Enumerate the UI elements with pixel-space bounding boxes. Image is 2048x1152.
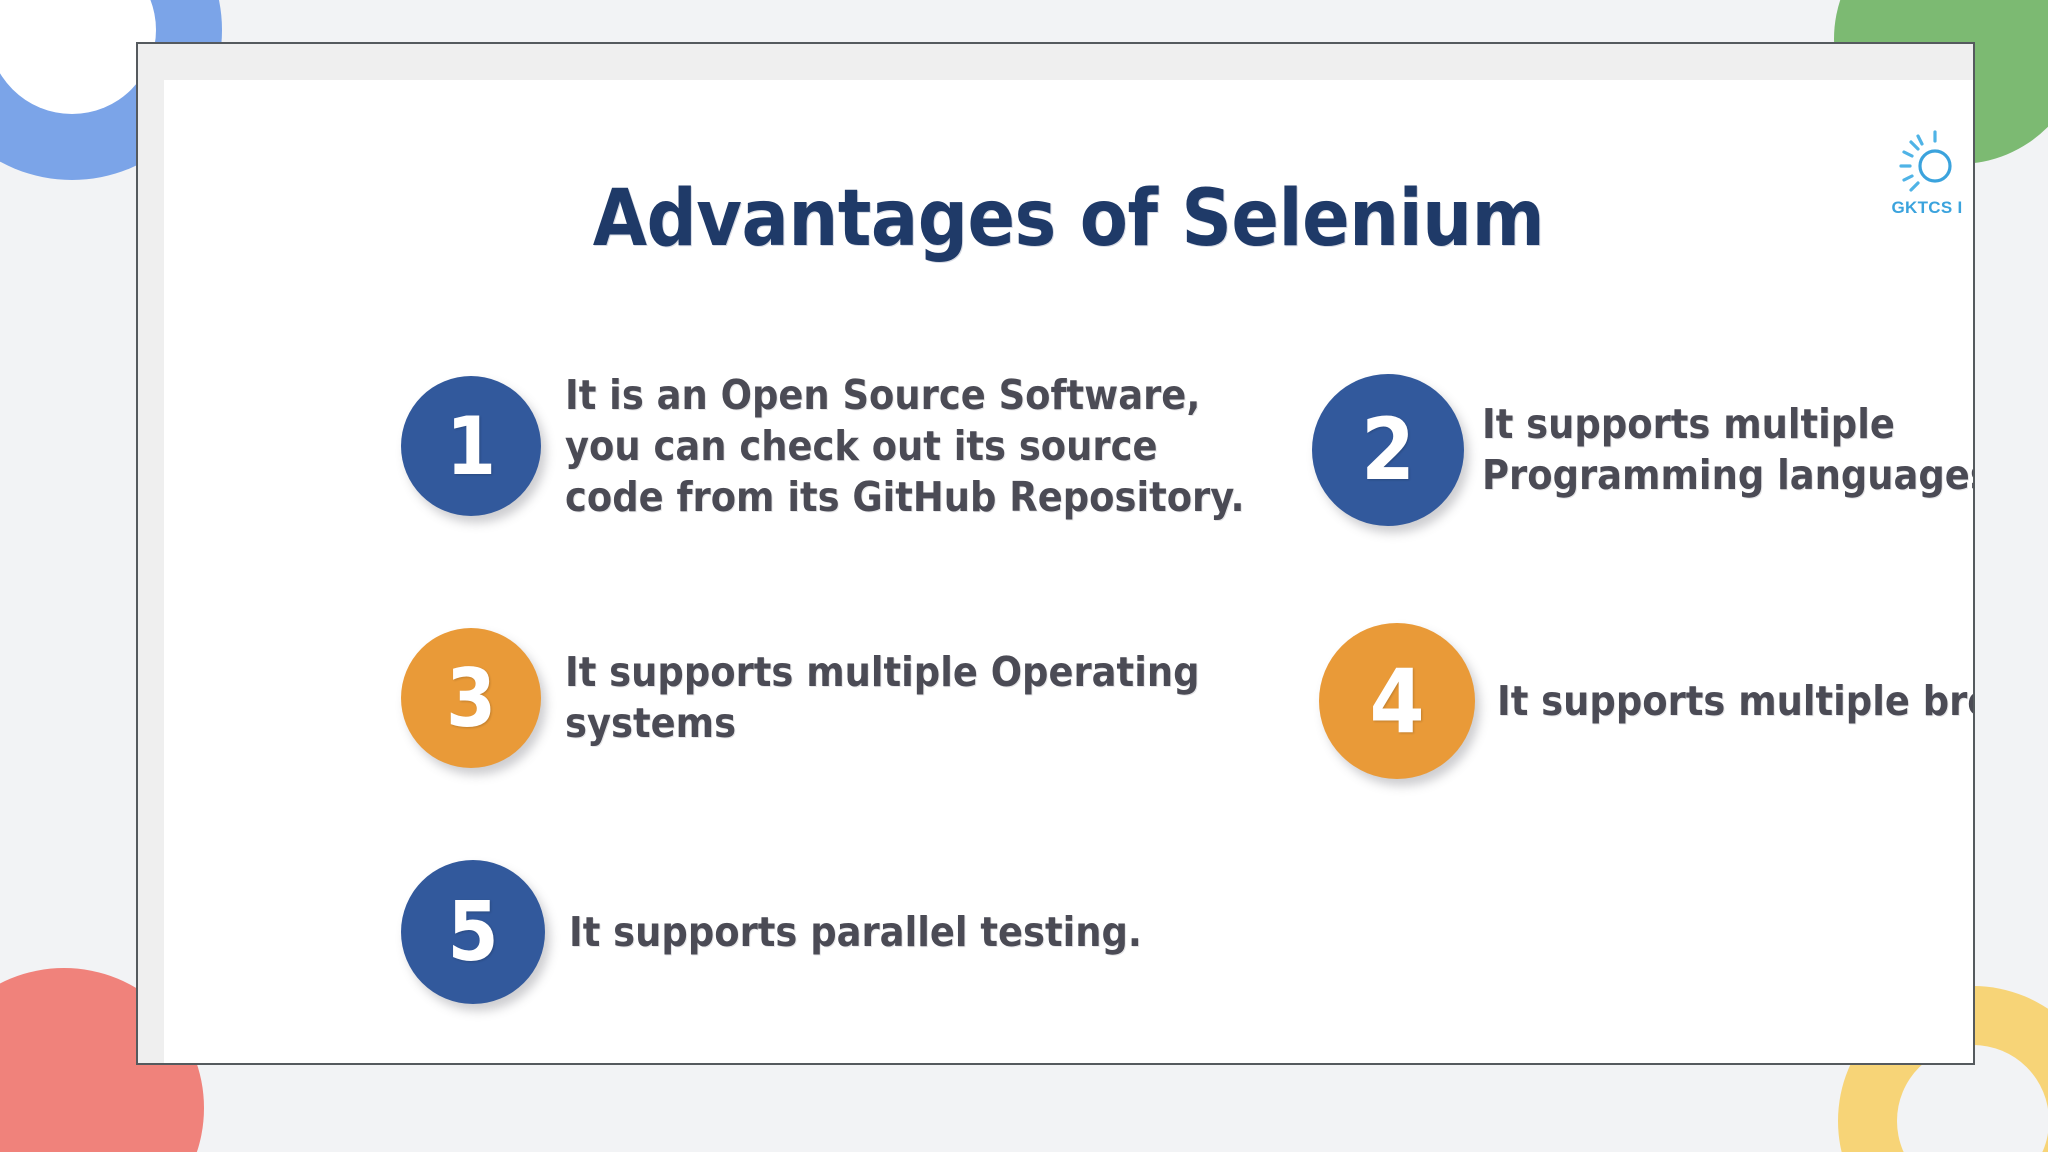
brand-logo: GKTCS I — [1867, 128, 1973, 218]
bullet-text-3: It supports multiple Operating systems — [565, 648, 1200, 747]
list-item-4: 4 It supports multiple browsers — [1319, 623, 1973, 779]
list-item-2: 2 It supports multiple Programming langu… — [1312, 374, 1973, 526]
list-item-5: 5 It supports parallel testing. — [401, 860, 1209, 1004]
sunburst-logo-icon — [1895, 128, 1959, 192]
list-item-1: 1 It is an Open Source Software, you can… — [401, 370, 1255, 522]
bullet-number-badge-4: 4 — [1319, 623, 1475, 779]
page-title: Advantages of Selenium — [592, 174, 1545, 265]
slide-canvas: Advantages of Selenium GKTCS I — [164, 80, 1973, 1063]
bullet-number-badge-2: 2 — [1312, 374, 1464, 526]
bullet-text-5: It supports parallel testing. — [569, 907, 1142, 956]
bullet-number-badge-3: 3 — [401, 628, 541, 768]
bullet-number-badge-5: 5 — [401, 860, 545, 1004]
advantages-list: 1 It is an Open Source Software, you can… — [164, 370, 1973, 1063]
list-item-3: 3 It supports multiple Operating systems — [401, 628, 1205, 768]
bullet-text-2: It supports multiple Programming languag… — [1482, 400, 1973, 499]
bullet-number-badge-1: 1 — [401, 376, 541, 517]
bullet-text-1: It is an Open Source Software, you can c… — [565, 371, 1245, 521]
bullet-text-4: It supports multiple browsers — [1497, 676, 1973, 725]
slide-frame: Advantages of Selenium GKTCS I — [136, 42, 1975, 1065]
logo-caption: GKTCS I — [1891, 198, 1963, 217]
